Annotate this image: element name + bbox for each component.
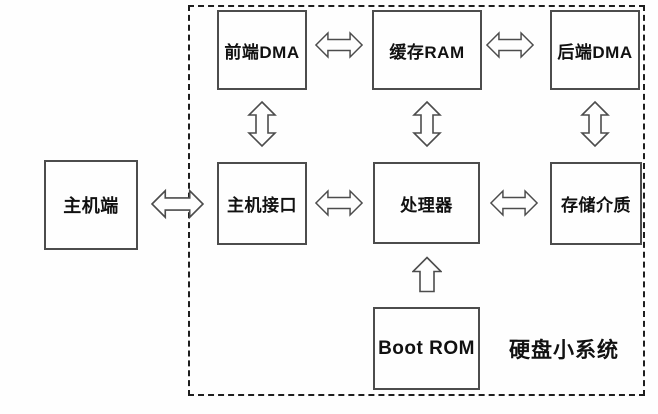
subsystem-label: 硬盘小系统 — [509, 339, 619, 362]
bidirectional-arrow-processor-to-storage-media-icon — [490, 189, 538, 217]
bidirectional-arrow-cache-ram-to-back-dma-icon — [486, 31, 534, 59]
node-storage-media: 存储介质 — [550, 162, 642, 245]
node-host-interface: 主机接口 — [217, 162, 307, 245]
node-host: 主机端 — [44, 160, 138, 250]
bidirectional-arrow-cache-ram-to-processor-icon — [412, 100, 442, 148]
node-front-dma: 前端DMA — [217, 10, 307, 90]
bidirectional-arrow-front-dma-to-cache-ram-icon — [315, 31, 363, 59]
bidirectional-arrow-front-dma-to-host-interface-icon — [247, 100, 277, 148]
node-cache-ram: 缓存RAM — [372, 10, 482, 90]
bidirectional-arrow-back-dma-to-storage-media-icon — [580, 100, 610, 148]
up-arrow-boot-rom-to-processor-icon — [412, 256, 442, 293]
node-processor: 处理器 — [373, 162, 480, 244]
node-boot-rom: Boot ROM — [373, 307, 480, 390]
node-back-dma: 后端DMA — [550, 10, 640, 90]
bidirectional-arrow-host-to-host-interface-icon — [151, 188, 204, 220]
bidirectional-arrow-host-interface-to-processor-icon — [315, 189, 363, 217]
